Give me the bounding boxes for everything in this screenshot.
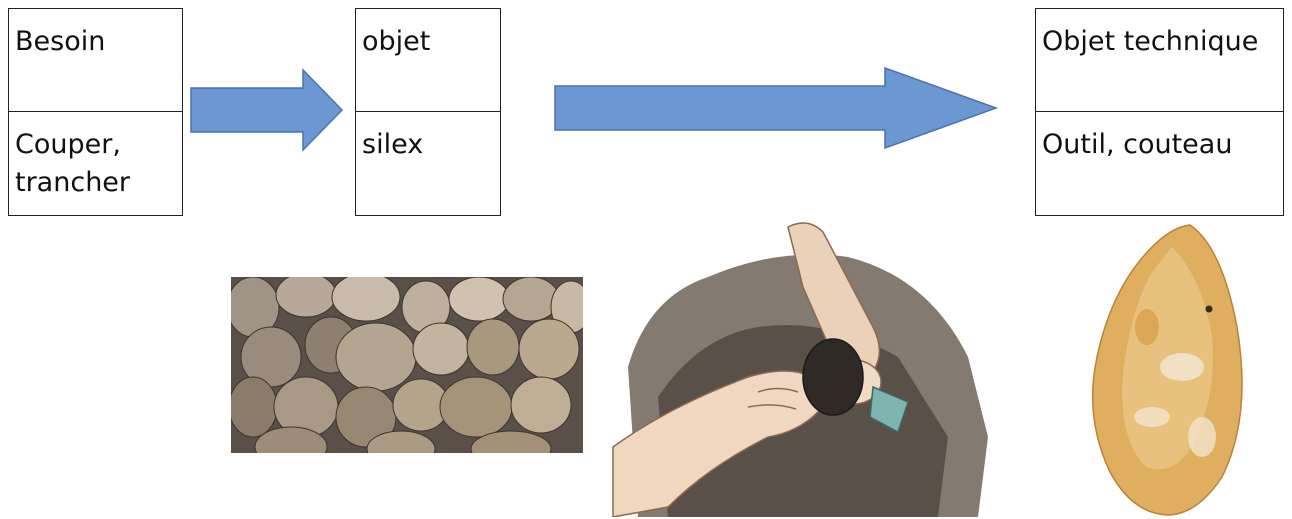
need-value: Couper, trancher	[9, 112, 182, 215]
technical-object-box: Objet technique Outil, couteau	[1035, 8, 1284, 216]
object-header: objet	[356, 9, 500, 112]
technical-object-value: Outil, couteau	[1036, 112, 1283, 215]
technical-object-header: Objet technique	[1036, 9, 1283, 112]
need-box: Besoin Couper, trancher	[8, 8, 183, 216]
flint-handaxe-photo	[1072, 217, 1272, 517]
arrow-need-to-object	[188, 68, 348, 152]
flint-knapping-illustration	[608, 217, 988, 517]
pebbles-photo	[231, 277, 583, 453]
arrow-object-to-technical	[552, 66, 1002, 150]
object-value: silex	[356, 112, 500, 215]
need-header: Besoin	[9, 9, 182, 112]
object-box: objet silex	[355, 8, 501, 216]
